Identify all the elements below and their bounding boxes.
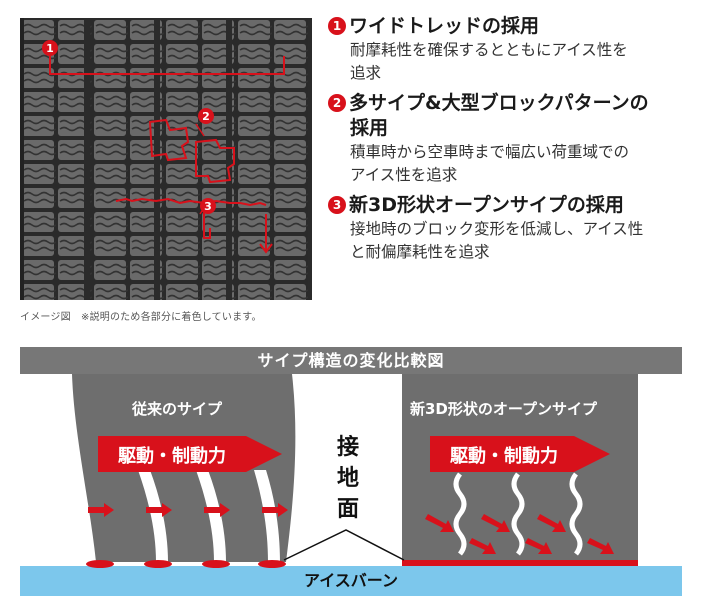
contact-surface-label: 接 地 面 [336, 435, 359, 522]
marker-2-label: 2 [202, 110, 210, 123]
feature-desc: と耐偏摩耗性を追求 [350, 243, 490, 261]
marker-3 [200, 198, 216, 214]
force-arrow-right [430, 436, 610, 472]
feature-title-cont: 採用 [350, 117, 389, 139]
number-badge: 3 [328, 196, 346, 214]
number-badge: 2 [328, 94, 346, 112]
comparison-title: サイプ構造の変化比較図 [20, 347, 682, 374]
feature-desc: 積車時から空車時まで幅広い荷重域での [350, 143, 630, 161]
force-label-left: 駆動・制動力 [118, 446, 226, 467]
feature-desc: アイス性を追求 [350, 166, 458, 184]
feature-title: 多サイプ&大型ブロックパターンの [349, 92, 649, 114]
tire-tread-image: 1 2 3 [20, 18, 312, 300]
ice-surface-label: アイスバーン [304, 571, 398, 590]
number-badge: 1 [328, 17, 346, 35]
marker-1 [42, 40, 58, 56]
feature-desc: 接地時のブロック変形を低減し、アイス性 [350, 220, 644, 238]
feature-desc: 追求 [350, 64, 382, 82]
feature-title: 新3D形状オープンサイプの採用 [349, 194, 624, 216]
force-label-right: 駆動・制動力 [450, 446, 558, 467]
force-arrow-left [98, 436, 282, 472]
marker-2 [198, 108, 214, 124]
sipe-comparison-diagram [20, 374, 682, 596]
conventional-sipe-label: 従来のサイプ [132, 400, 223, 418]
feature-title: ワイドトレッドの採用 [349, 15, 540, 37]
new-sipe-label: 新3D形状のオープンサイプ [410, 400, 597, 418]
ice-surface [20, 566, 682, 596]
tread-caption: イメージ図 ※説明のため各部分に着色しています。 [20, 312, 262, 323]
marker-3-label: 3 [204, 200, 212, 213]
feature-desc: 耐摩耗性を確保するとともにアイス性を [350, 41, 628, 59]
marker-1-label: 1 [46, 42, 54, 55]
